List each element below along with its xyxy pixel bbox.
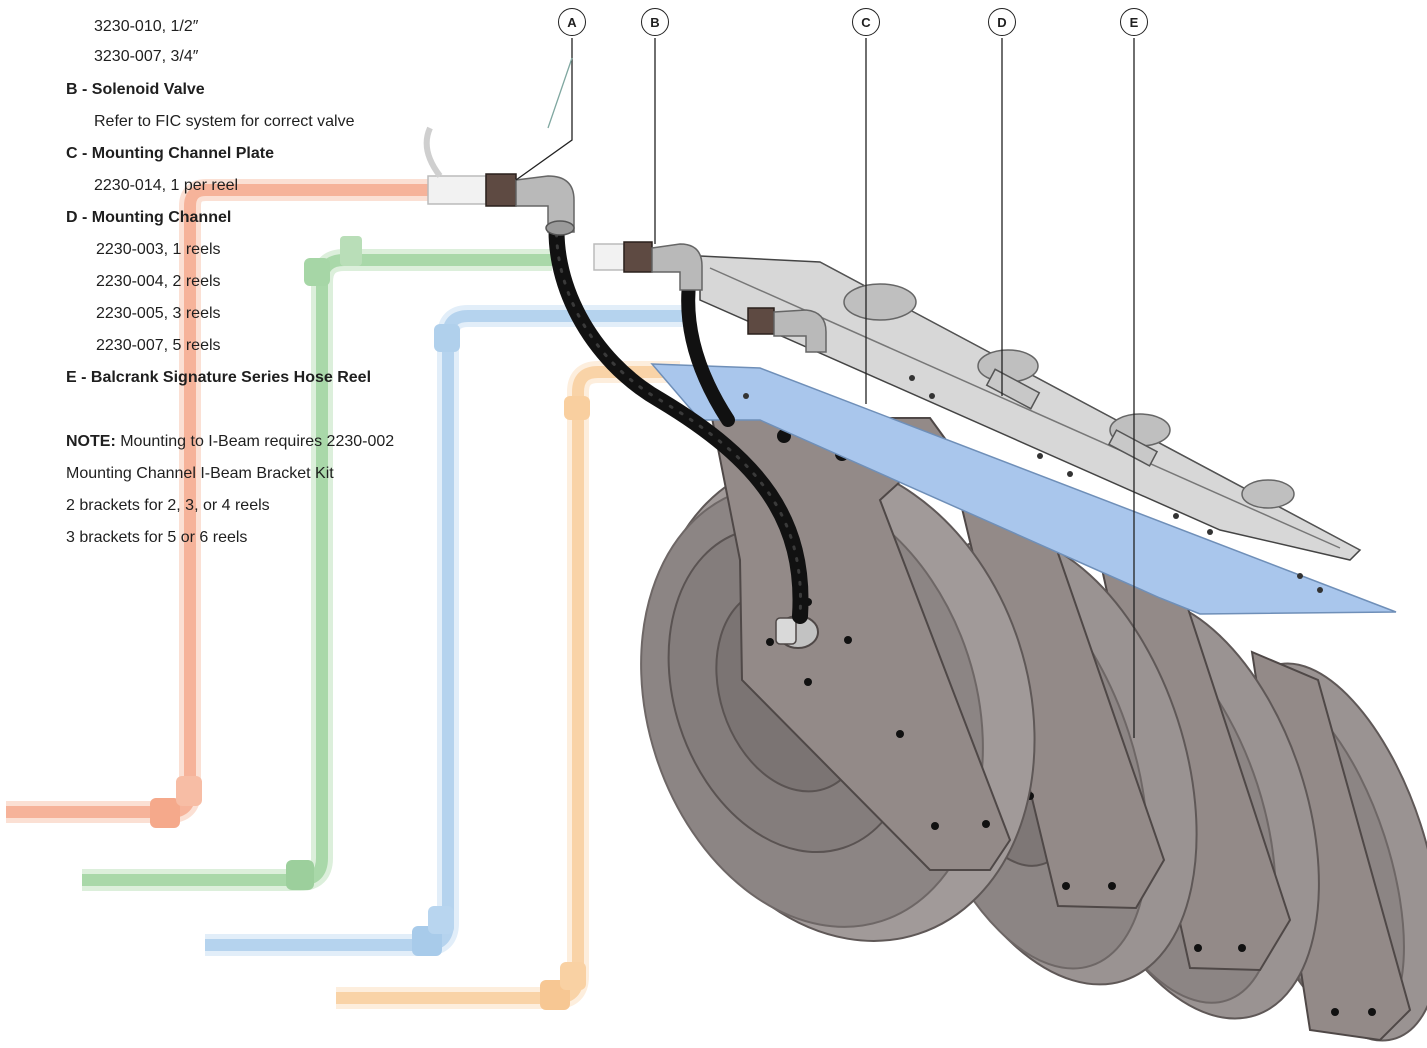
pipe-green-elbow-bottom <box>286 860 314 890</box>
pipe-yellow-elbow-riser <box>560 962 586 990</box>
legend-b-item: Refer to FIC system for correct valve <box>94 113 355 130</box>
leader-a <box>515 38 573 181</box>
pipe-orange-elbow-bottom <box>150 798 180 828</box>
callout-c: C <box>852 8 880 36</box>
legend-d-title: D - Mounting Channel <box>66 209 232 226</box>
solenoid-valve-third <box>747 307 827 353</box>
legend-d-item: 2230-003, 1 reels <box>96 241 221 258</box>
mounting-channel <box>699 255 1362 561</box>
callout-a: A <box>558 8 586 36</box>
pipe-yellow <box>336 361 680 1010</box>
solenoid-valve-main <box>423 126 575 236</box>
legend-d-item: 2230-005, 3 reels <box>96 305 221 322</box>
note-text: Mounting to I-Beam requires 2230-002 <box>115 433 395 450</box>
hoses-and-valves <box>423 126 827 624</box>
pipe-blue <box>205 305 690 956</box>
callout-d: D <box>988 8 1016 36</box>
pipe-orange-elbow-riser <box>176 776 202 806</box>
pipe-green-riser-cap <box>340 236 362 266</box>
supply-pipes <box>6 179 690 1010</box>
legend-e-title: E - Balcrank Signature Series Hose Reel <box>66 369 372 386</box>
legend-a-item: 3230-007, 3/4″ <box>94 48 199 65</box>
pipe-orange <box>6 179 430 828</box>
pipe-green-elbow-top <box>304 258 330 286</box>
legend-d-item: 2230-004, 2 reels <box>96 273 221 290</box>
pipe-blue-elbow-top <box>434 324 460 352</box>
note-label: NOTE: <box>66 433 116 450</box>
pipe-yellow-elbow-top <box>564 396 590 420</box>
note-line: 2 brackets for 2, 3, or 4 reels <box>66 497 270 514</box>
mounting-channel-plate <box>650 363 1397 615</box>
parts-legend: 3230-010, 1/2″ 3230-007, 3/4″ B - Soleno… <box>0 0 520 560</box>
callout-e: E <box>1120 8 1148 36</box>
pipe-green <box>82 236 552 891</box>
callout-b: B <box>641 8 669 36</box>
callout-leaders <box>515 38 1135 738</box>
legend-a-item: 3230-010, 1/2″ <box>94 18 199 35</box>
pipe-blue-elbow-riser <box>428 906 454 934</box>
legend-d-item: 2230-007, 5 reels <box>96 337 221 354</box>
note-line: 3 brackets for 5 or 6 reels <box>66 529 248 546</box>
note-line: NOTE: Mounting to I-Beam requires 2230-0… <box>66 432 394 452</box>
legend-b-title: B - Solenoid Valve <box>66 81 205 98</box>
leader-a-shadow <box>547 57 573 129</box>
legend-c-item: 2230-014, 1 per reel <box>94 177 239 194</box>
solenoid-valve-second <box>593 241 703 291</box>
legend-c-title: C - Mounting Channel Plate <box>66 145 274 162</box>
note-line: Mounting Channel I-Beam Bracket Kit <box>66 465 334 482</box>
